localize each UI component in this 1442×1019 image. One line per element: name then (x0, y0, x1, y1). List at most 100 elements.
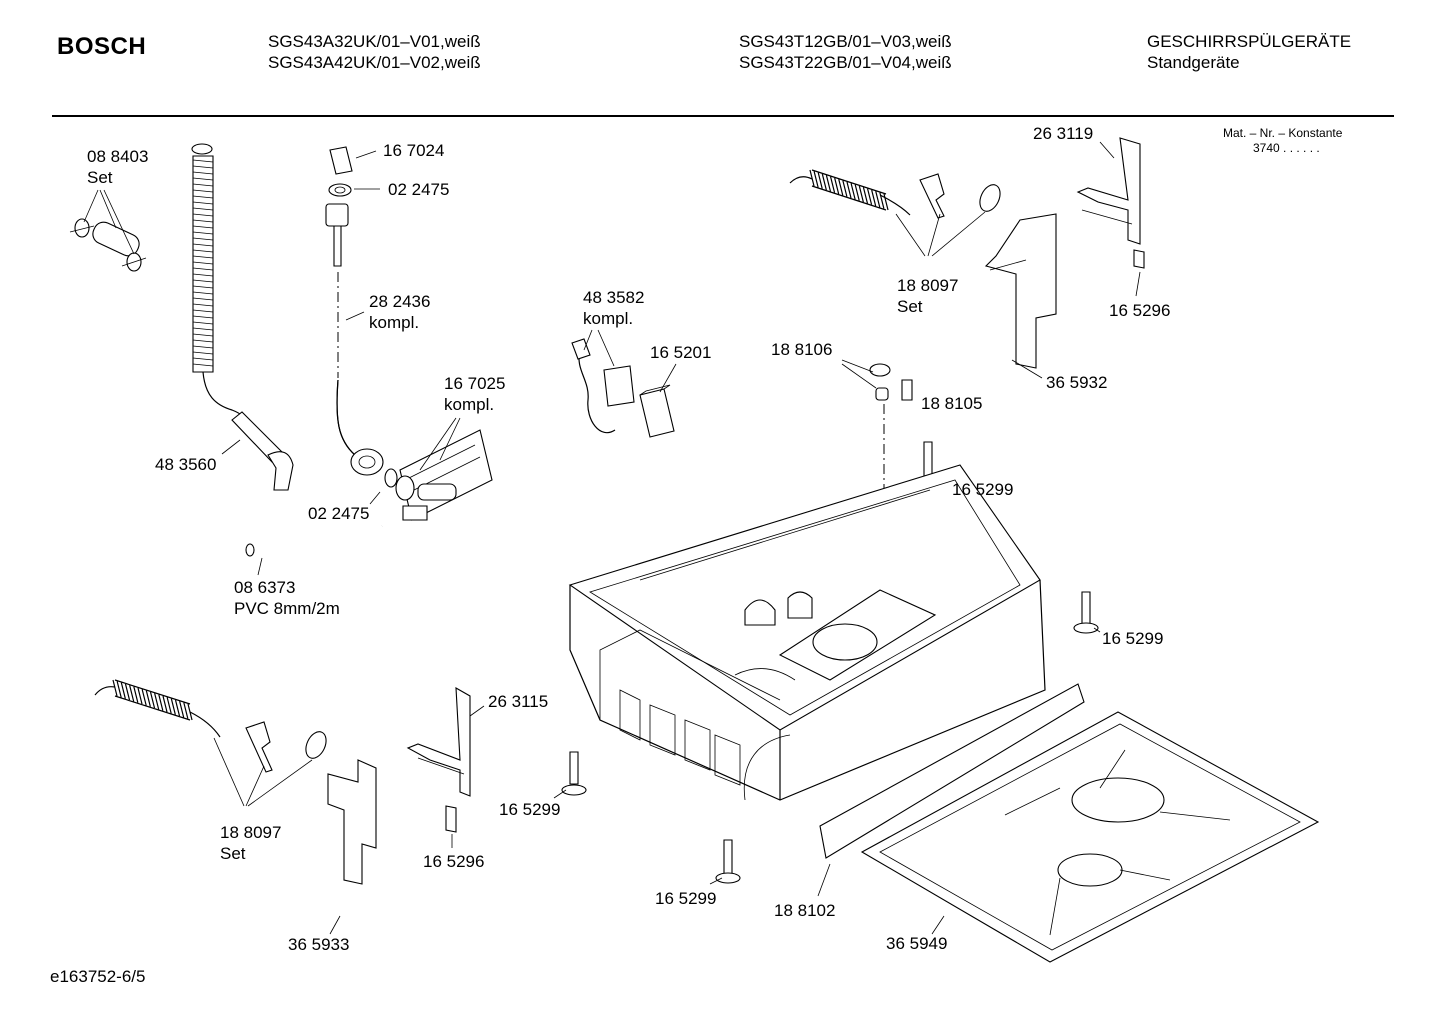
leader-line (896, 214, 925, 256)
pvc-tube (246, 526, 382, 556)
category: GESCHIRRSPÜLGERÄTE Standgeräte (1147, 31, 1351, 73)
hose-corrugation (193, 340, 213, 342)
hose-corrugation (193, 220, 213, 222)
part-number: 02 2475 (388, 180, 450, 199)
part-label: 18 8097 Set (897, 275, 958, 317)
hose-corrugation (193, 190, 213, 192)
hose-corrugation (193, 298, 213, 300)
hinge-bracket-lower (328, 688, 470, 884)
category-line: GESCHIRRSPÜLGERÄTE (1147, 32, 1352, 51)
hose-corrugation (193, 256, 213, 258)
hose-corrugation (193, 202, 213, 204)
part-number: 18 8097 (220, 823, 282, 842)
model-line: SGS43T12GB/01–V03,weiß (739, 32, 952, 51)
hose-corrugation (193, 250, 213, 252)
part-label: 16 5299 (952, 479, 1013, 500)
model-list-2: SGS43T12GB/01–V03,weiß SGS43T22GB/01–V04… (739, 31, 952, 73)
part-label: 36 5932 (1046, 372, 1107, 393)
part-number: 28 2436 (369, 292, 431, 311)
hose-corrugation (193, 328, 213, 330)
model-line: SGS43T22GB/01–V04,weiß (739, 53, 952, 72)
hose-corrugation (193, 358, 213, 360)
part-label: 08 6373 PVC 8mm/2m (234, 577, 340, 619)
part-label: 16 5296 (423, 851, 484, 872)
part-label: 48 3560 (155, 454, 216, 475)
aquastop-valve (396, 430, 492, 520)
leader-line (554, 790, 566, 798)
part-number: 16 5299 (655, 889, 717, 908)
hose-corrugation (193, 232, 213, 234)
part-number: 16 5299 (952, 480, 1014, 499)
float-parts (870, 364, 912, 400)
mat-nr-label: Mat. – Nr. – Konstante (1223, 126, 1343, 140)
part-number: 16 5296 (1109, 301, 1171, 320)
hose-corrugation (193, 304, 213, 306)
part-number: 18 8105 (921, 394, 983, 413)
part-number: 36 5949 (886, 934, 948, 953)
part-number: 18 8102 (774, 901, 836, 920)
part-label: 16 5299 (1102, 628, 1163, 649)
header-rule (52, 115, 1394, 117)
base-plate (862, 712, 1318, 962)
part-label: 18 8102 (774, 900, 835, 921)
part-note: kompl. (369, 313, 420, 332)
inlet-connector (326, 147, 352, 266)
part-label: 16 5299 (499, 799, 560, 820)
drain-hose (192, 144, 293, 490)
hose-corrugation (193, 208, 213, 210)
hose-corrugation (193, 346, 213, 348)
leader-line (248, 760, 312, 806)
part-note: kompl. (583, 309, 634, 328)
leader-line (660, 364, 676, 392)
part-label: 26 3115 (488, 691, 548, 712)
part-note: Set (220, 844, 246, 863)
part-number: 16 5299 (499, 800, 561, 819)
part-number: 08 8403 (87, 147, 149, 166)
part-label: 28 2436 kompl. (369, 291, 430, 333)
part-number: 18 8097 (897, 276, 959, 295)
part-label: 18 8097 Set (220, 822, 281, 864)
leader-line (710, 878, 722, 884)
part-label: 16 5201 (650, 342, 711, 363)
hose-corrugation (193, 286, 213, 288)
leader-line (84, 190, 98, 222)
spring-set-upper (790, 170, 1004, 218)
hose-clamp-set (70, 219, 146, 271)
part-label: 08 8403 Set (87, 146, 148, 188)
part-note: PVC 8mm/2m (234, 599, 340, 618)
hose-corrugation (193, 352, 213, 354)
part-note: Set (87, 168, 113, 187)
model-list-1: SGS43A32UK/01–V01,weiß SGS43A42UK/01–V02… (268, 31, 481, 73)
hose-corrugation (193, 310, 213, 312)
hose-corrugation (193, 274, 213, 276)
part-label: 16 5299 (655, 888, 716, 909)
plinth-strip (820, 684, 1084, 858)
leader-line (584, 330, 592, 350)
hose-corrugation (193, 178, 213, 180)
inlet-hose (337, 380, 397, 487)
leader-line (1094, 628, 1100, 632)
leader-line (932, 212, 985, 256)
drawing-id: e163752-6/5 (50, 967, 146, 986)
hose-corrugation (193, 226, 213, 228)
hose-corrugation (193, 184, 213, 186)
leader-line (1100, 142, 1114, 158)
hose-corrugation (193, 172, 213, 174)
hose-corrugation (193, 316, 213, 318)
leader-line (928, 214, 940, 256)
hose-corrugation (193, 262, 213, 264)
part-number: 48 3560 (155, 455, 217, 474)
hose-corrugation (193, 322, 213, 324)
part-label: 26 3119 (1033, 123, 1093, 144)
leader-line (842, 364, 876, 388)
hose-corrugation (193, 214, 213, 216)
part-label: 16 7024 (383, 140, 444, 161)
hose-corrugation (193, 292, 213, 294)
part-number: 16 5201 (650, 343, 712, 362)
part-number: 36 5933 (288, 935, 350, 954)
hose-corrugation (193, 238, 213, 240)
part-number: 16 7024 (383, 141, 445, 160)
category-line: Standgeräte (1147, 53, 1240, 72)
hose-corrugation (193, 196, 213, 198)
